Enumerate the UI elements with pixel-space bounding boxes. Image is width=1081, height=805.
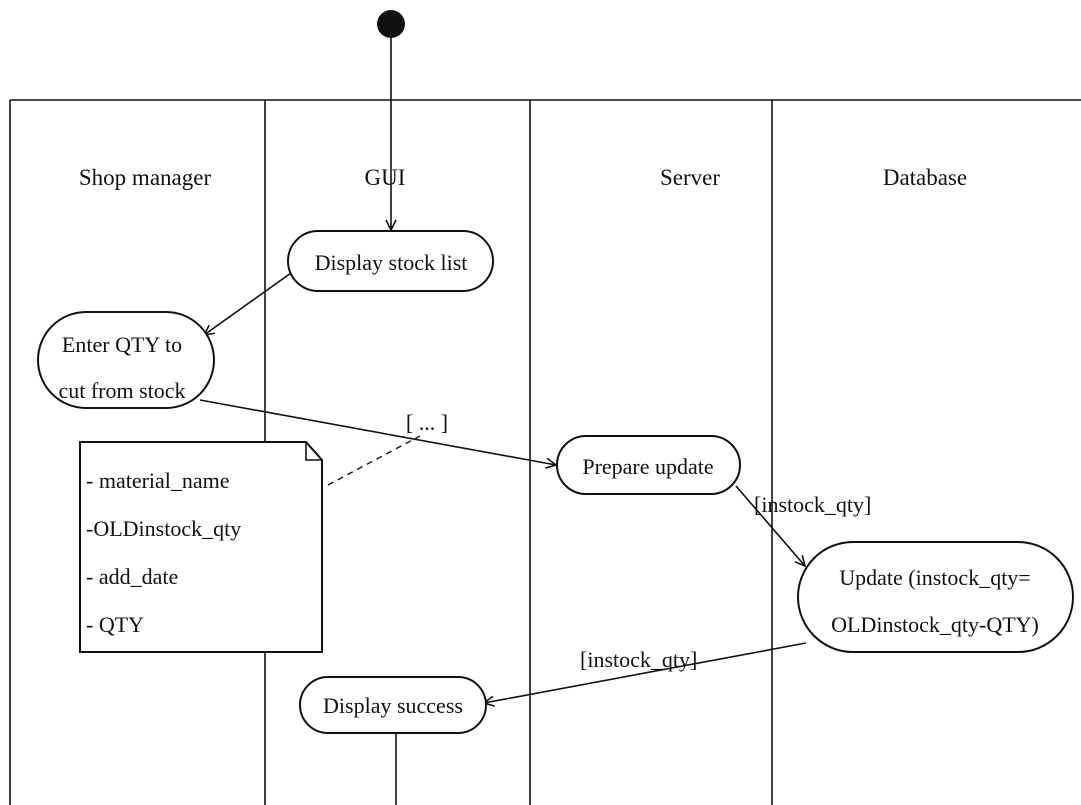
flow-display-stock-list-to-enter-qty — [204, 272, 292, 335]
activity-enter-qty-shape — [37, 311, 215, 409]
lane-label-server: Server — [660, 165, 720, 190]
note-folded-corner — [305, 442, 322, 461]
flow-prepare-update-to-update — [735, 485, 805, 566]
guard-prepare-to-update: [instock_qty] — [754, 492, 871, 517]
activity-prepare-update: Prepare update — [556, 435, 741, 495]
activity-prepare-update-shape — [556, 435, 741, 495]
note-line-qty: - QTY — [86, 612, 144, 637]
guard-update-to-success: [instock_qty] — [580, 647, 697, 672]
activity-prepare-update-label: Prepare update — [582, 454, 713, 479]
activity-update-shape — [797, 541, 1074, 653]
note-shape — [79, 441, 323, 653]
lane-label-database: Database — [883, 165, 967, 190]
activity-enter-qty: Enter QTY to cut from stock — [37, 311, 215, 409]
activity-display-stock-list-shape — [287, 230, 494, 292]
note-line-old-instock-qty: -OLDinstock_qty — [86, 516, 241, 541]
lane-label-shop-manager: Shop manager — [79, 165, 212, 190]
activity-display-stock-list: Display stock list — [287, 230, 494, 292]
activity-display-stock-list-label: Display stock list — [315, 250, 468, 275]
note-anchor-line — [327, 435, 421, 486]
activity-enter-qty-label-line-1: Enter QTY to — [62, 332, 182, 357]
activity-enter-qty-label-line-2: cut from stock — [58, 378, 185, 403]
lane-label-gui: GUI — [365, 165, 406, 190]
activity-update: Update (instock_qty= OLDinstock_qty-QTY) — [797, 541, 1074, 653]
note-line-material-name: - material_name — [86, 468, 230, 493]
note-line-add-date: - add_date — [86, 564, 178, 589]
flow-enter-qty-to-prepare-update — [199, 399, 556, 465]
activity-display-success-label: Display success — [323, 693, 463, 718]
activity-display-success: Display success — [299, 676, 487, 734]
flow-update-to-display-success — [484, 642, 807, 703]
note-attributes: - material_name -OLDinstock_qty - add_da… — [79, 441, 323, 653]
activity-update-label-line-1: Update (instock_qty= — [839, 565, 1030, 590]
activity-display-success-shape — [299, 676, 487, 734]
activity-update-label-line-2: OLDinstock_qty-QTY) — [831, 612, 1039, 637]
initial-node — [377, 10, 405, 38]
guard-enter-to-prepare: [ ... ] — [406, 410, 448, 435]
